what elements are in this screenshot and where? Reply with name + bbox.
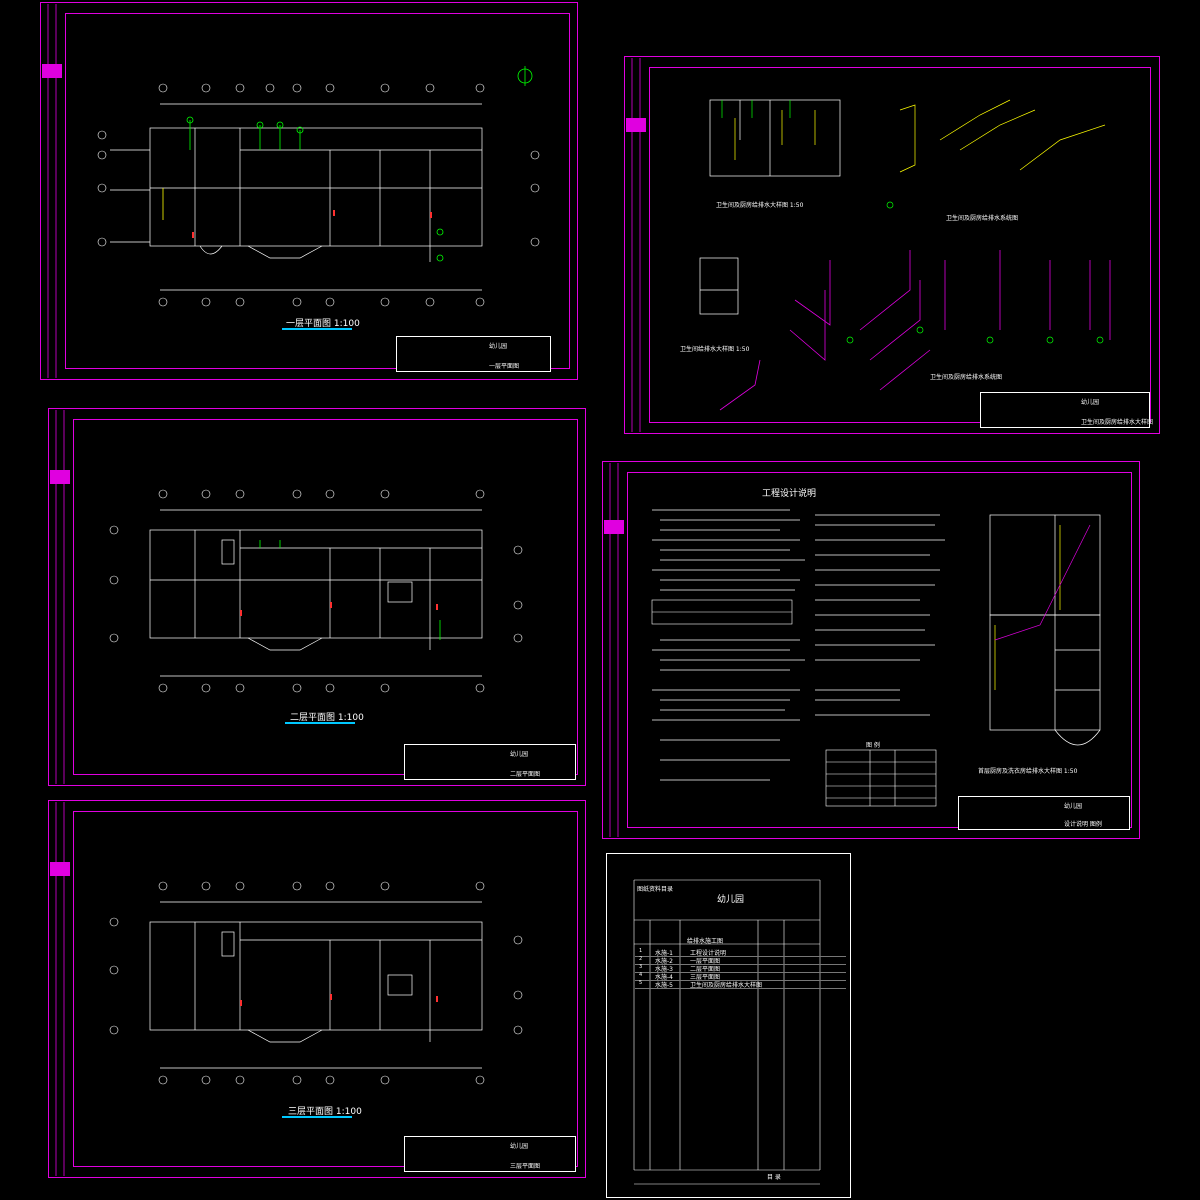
detail-title-block: 幼儿园 卫生间及厨房给排水大样图 [980,392,1154,428]
plan3-title-underline [282,1116,352,1118]
plan3-tb-project: 幼儿园 [510,1143,529,1150]
sheet-plan1 [40,2,578,380]
sheet-plan3-border [73,811,578,1167]
index-footer: 目 录 [767,1174,781,1181]
detail-title-2: 卫生间及厨房给排水系统图 [946,215,1019,222]
sheet-plan3 [48,800,586,1178]
index-project: 幼儿园 [717,895,745,905]
notes-legend-title: 图 例 [866,742,880,749]
detail-tb-drawing: 卫生间及厨房给排水大样图 [1081,419,1154,426]
plan1-title-underline [282,328,352,330]
plan2-title-block: 幼儿园 二层平面图 [404,744,576,780]
sheet-plan2 [48,408,586,786]
plan2-tb-drawing: 二层平面图 [510,771,541,778]
notes-title-block: 幼儿园 设计说明 图例 [958,796,1130,830]
plan3-title: 三层平面图 1:100 [288,1107,362,1117]
plan1-tb-drawing: 一层平面图 [489,363,520,370]
plan1-title-block: 幼儿园 一层平面图 [396,336,551,372]
plan3-title-block: 幼儿园 三层平面图 [404,1136,576,1172]
sheet-detail [624,56,1160,434]
sheet-notes [602,461,1140,839]
plan1-title: 一层平面图 1:100 [286,319,360,329]
sheet-notes-border [627,472,1132,828]
plan3-tb-drawing: 三层平面图 [510,1163,541,1170]
plan2-title-underline [285,722,355,724]
plan1-tb-project: 幼儿园 [489,343,508,350]
detail-title-1: 卫生间及厨房给排水大样图 1:50 [716,202,804,209]
sheet-detail-border [649,67,1151,423]
sheet-plan2-border [73,419,578,775]
notes-title: 工程设计说明 [762,489,817,499]
sheet-plan1-border [65,13,570,369]
plan2-tb-project: 幼儿园 [510,751,529,758]
notes-tb-project: 幼儿园 [1064,803,1083,810]
notes-tb-drawing: 设计说明 图例 [1064,821,1102,828]
detail-tb-project: 幼儿园 [1081,399,1100,406]
index-header: 图纸资料目录 [637,886,674,893]
index-list-title: 给排水施工图 [687,938,724,945]
detail-title-4: 卫生间及厨房给排水系统图 [930,374,1003,381]
plan2-title: 二层平面图 1:100 [290,713,364,723]
detail-title-3: 卫生间给排水大样图 1:50 [680,346,750,353]
notes-detail-title: 首层厨房及洗衣房给排水大样图 1:50 [978,768,1078,775]
